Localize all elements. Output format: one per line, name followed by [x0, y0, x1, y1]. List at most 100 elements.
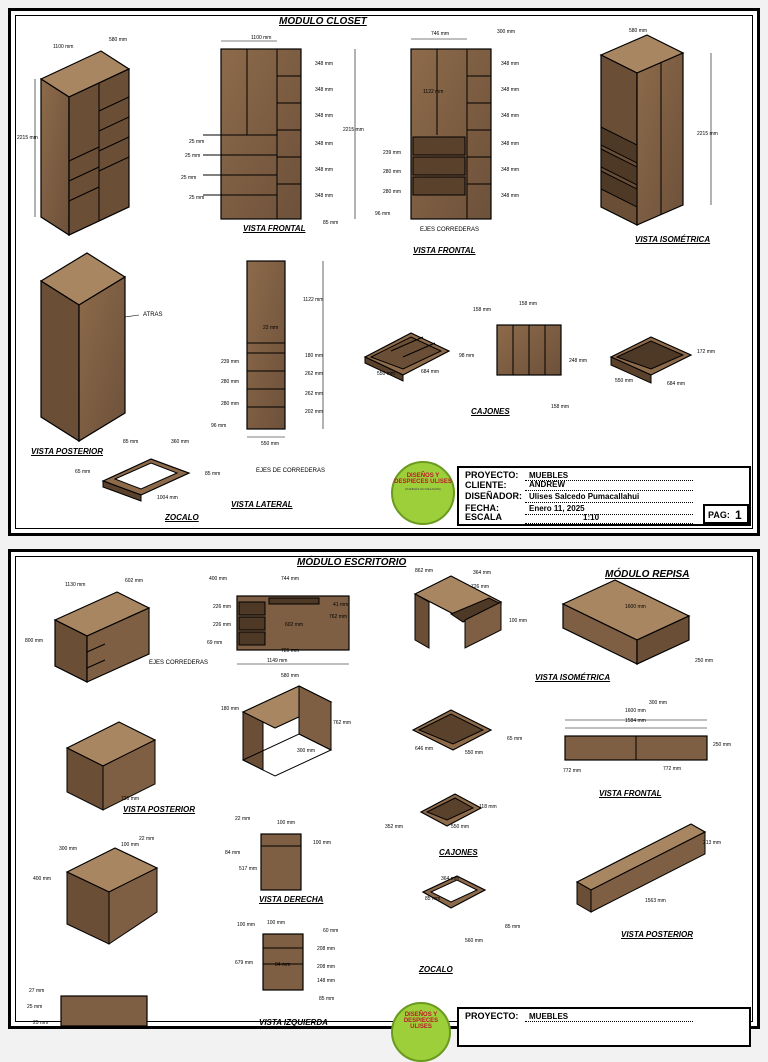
- logo-name: DISEÑOS Y DESPIECES ULISES: [403, 1012, 439, 1030]
- dim-label: 348 mm: [501, 87, 520, 93]
- dim-label: 84 mm: [275, 962, 291, 968]
- shelf-back-view: [575, 823, 707, 913]
- dim-label: 25 mm: [189, 139, 205, 145]
- view-label-frontal-2: VISTA FRONTAL: [413, 246, 476, 255]
- dim-label: 280 mm: [383, 169, 402, 175]
- dim-label: 726 mm: [281, 648, 300, 654]
- page-number: 1: [735, 508, 742, 522]
- dim-label: 348 mm: [315, 167, 334, 173]
- dim-label: 22 mm: [263, 325, 279, 331]
- dim-label: 762 mm: [333, 720, 352, 726]
- dim-label: 746 mm: [431, 31, 450, 37]
- sheet2-title: MÓDULO ESCRITORIO: [297, 557, 407, 568]
- proyecto-value: MUEBLES: [529, 1012, 569, 1021]
- sheet2-title-repisa: MÓDULO REPISA: [605, 569, 690, 580]
- dim-label: 364 mm: [441, 876, 460, 882]
- view-label-posterior-repisa: VISTA POSTERIOR: [621, 930, 694, 939]
- desk-front-view: [236, 595, 350, 665]
- dim-label: 1584 mm: [625, 718, 646, 724]
- note-ejes-correderas: EJES CORREDERAS: [149, 660, 209, 666]
- dim-label: 41 mm: [333, 602, 349, 608]
- dim-label: 25 mm: [181, 175, 197, 181]
- dim-label: 517 mm: [239, 866, 258, 872]
- view-label-cajones: CAJONES: [471, 407, 510, 416]
- dim-label: 239 mm: [221, 359, 240, 365]
- desk-open-iso: [65, 847, 159, 945]
- dim-label: 85 mm: [323, 220, 339, 226]
- cliente-value: ANDREW: [529, 480, 565, 489]
- dim-label: 208 mm: [317, 964, 336, 970]
- dim-label: 580 mm: [281, 673, 300, 679]
- dim-label: 100 mm: [121, 842, 140, 848]
- dim-label: 158 mm: [473, 307, 492, 313]
- fecha-label: FECHA:: [465, 503, 499, 513]
- dim-label: 69 mm: [207, 640, 223, 646]
- dim-label: 65 mm: [75, 469, 91, 475]
- dim-label: 25 mm: [33, 1020, 49, 1026]
- proyecto-value: MUEBLES: [529, 471, 569, 480]
- dim-label: 300 mm: [297, 748, 316, 754]
- dim-label: 1600 mm: [625, 708, 646, 714]
- desk-exploded: [413, 575, 503, 649]
- dim-label: 1149 mm: [267, 658, 288, 664]
- dim-label: 300 mm: [59, 846, 78, 852]
- note-ejes-de-correderas: EJES DE CORREDERAS: [256, 468, 326, 474]
- closet-plinth: [101, 458, 191, 502]
- dim-label: 348 mm: [501, 61, 520, 67]
- dim-label: 348 mm: [315, 61, 334, 67]
- dim-label: 250 mm: [695, 658, 714, 664]
- dim-label: 85 mm: [205, 471, 221, 477]
- view-label-posterior: VISTA POSTERIOR: [123, 805, 196, 814]
- sheet1-title: MODULO CLOSET: [279, 16, 367, 27]
- dim-label: 84 mm: [225, 850, 241, 856]
- view-label-zocalo: ZOCALO: [165, 513, 199, 522]
- dim-label: 560 mm: [465, 938, 484, 944]
- view-label-cajones: CAJONES: [439, 848, 478, 857]
- dim-label: 300 mm: [649, 700, 668, 706]
- dim-label: 65 mm: [507, 736, 523, 742]
- desk-back-view: [65, 721, 157, 811]
- dim-label: 726 mm: [121, 796, 140, 802]
- dim-label: 1100 mm: [251, 35, 272, 41]
- dim-label: 772 mm: [663, 766, 682, 772]
- dim-label: 60 mm: [323, 928, 339, 934]
- dim-label: 118 mm: [479, 804, 497, 810]
- dim-label: 400 mm: [209, 576, 228, 582]
- note-ejes-correderas: EJES CORREDERAS: [420, 227, 480, 233]
- dim-label: 602 mm: [125, 578, 144, 584]
- title-block: PROYECTO: MUEBLES: [457, 1007, 751, 1047]
- dim-label: 580 mm: [109, 37, 128, 43]
- dim-label: 248 mm: [569, 358, 588, 364]
- dim-label: 208 mm: [317, 946, 336, 952]
- title-block: PROYECTO: MUEBLES CLIENTE: ANDREW DISEÑA…: [457, 466, 751, 526]
- view-label-lateral: VISTA LATERAL: [231, 500, 293, 509]
- dim-label: 360 mm: [171, 439, 190, 445]
- dim-label: 27 mm: [29, 988, 45, 994]
- dim-label: 602 mm: [285, 622, 304, 628]
- dim-label: 1122 mm: [423, 89, 444, 95]
- dim-label: 25 mm: [185, 153, 201, 159]
- view-label-zocalo: ZOCALO: [419, 965, 453, 974]
- dim-label: 1004 mm: [157, 495, 178, 501]
- dim-label: 2215 mm: [343, 127, 364, 133]
- closet-front-view-2: [410, 38, 492, 220]
- dim-label: 364 mm: [473, 570, 492, 576]
- escala-value: 1:10: [583, 513, 600, 522]
- dim-label: 85 mm: [123, 439, 139, 445]
- sheet-inner-border: [15, 556, 753, 1022]
- dim-label: 2215 mm: [697, 131, 718, 137]
- dim-label: 550 mm: [261, 441, 280, 447]
- desk-shelf-drawing-sheet: MÓDULO ESCRITORIO MÓDULO REPISA VISTA IS…: [8, 549, 760, 1062]
- dim-label: 348 mm: [315, 193, 334, 199]
- dim-label: 348 mm: [501, 193, 520, 199]
- dim-label: 1600 mm: [625, 604, 646, 610]
- dim-label: 1130 mm: [65, 582, 86, 588]
- desk-iso: [53, 591, 151, 683]
- closet-side-view: [246, 260, 324, 438]
- dim-label: 300 mm: [497, 29, 516, 35]
- closet-drawers: [363, 324, 693, 384]
- dim-label: 226 mm: [213, 604, 232, 610]
- view-label-frontal: VISTA FRONTAL: [599, 789, 662, 798]
- dim-label: 22 mm: [139, 836, 155, 842]
- dim-label: 100 mm: [313, 840, 332, 846]
